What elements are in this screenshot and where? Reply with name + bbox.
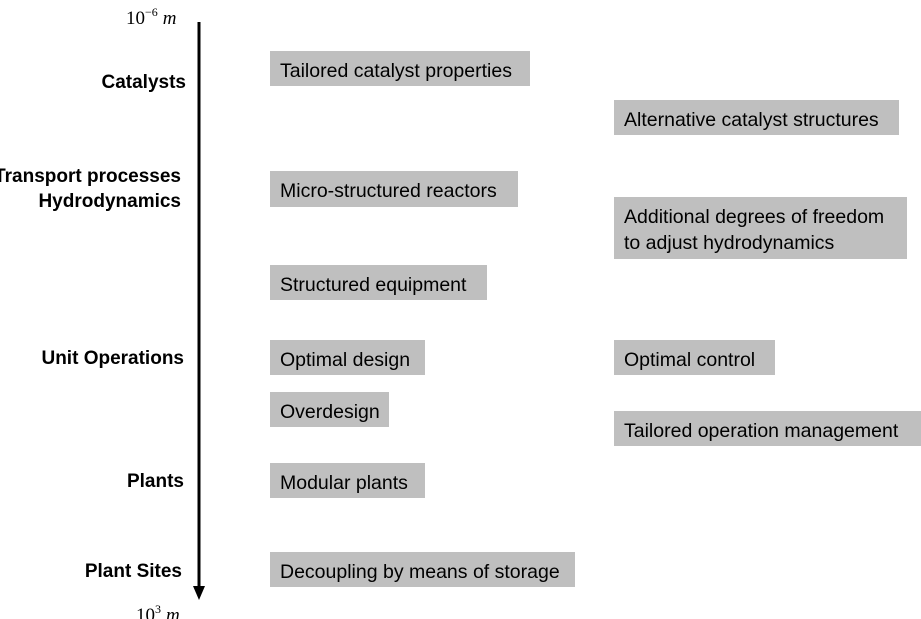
box-tailored-catalyst-properties: Tailored catalyst properties (270, 51, 530, 86)
axis-top-exponent: −6 (145, 5, 158, 19)
axis-top-unit: m (162, 8, 177, 29)
category-plants: Plants (126, 471, 184, 492)
box-additional-degrees-of-freedom: Additional degrees of freedom to adjust … (614, 197, 907, 259)
box-dof-line-1: Additional degrees of freedom (624, 206, 885, 228)
axis-bottom-exponent: 3 (155, 602, 161, 616)
box-overdesign: Overdesign (270, 392, 389, 427)
category-plant-sites: Plant Sites (84, 561, 182, 582)
box-structured-equipment: Structured equipment (270, 265, 487, 300)
category-transport-line-1: Transport processes (0, 166, 181, 187)
axis-bottom-unit: m (166, 605, 180, 619)
box-alternative-catalyst-structures: Alternative catalyst structures (614, 100, 899, 135)
box-tailored-operation-management: Tailored operation management (614, 411, 921, 446)
category-unit-operations: Unit Operations (41, 348, 184, 369)
category-transport-hydrodynamics: Transport processes Hydrodynamics (0, 164, 181, 214)
box-dof-line-2: to adjust hydrodynamics (624, 232, 835, 254)
category-transport-line-2: Hydrodynamics (38, 191, 181, 212)
axis-arrowhead (193, 586, 205, 600)
category-catalysts: Catalysts (101, 72, 187, 93)
box-optimal-control: Optimal control (614, 340, 775, 375)
box-optimal-design: Optimal design (270, 340, 425, 375)
box-decoupling-by-storage: Decoupling by means of storage (270, 552, 575, 587)
box-micro-structured-reactors: Micro-structured reactors (270, 171, 518, 207)
box-modular-plants: Modular plants (270, 463, 425, 498)
